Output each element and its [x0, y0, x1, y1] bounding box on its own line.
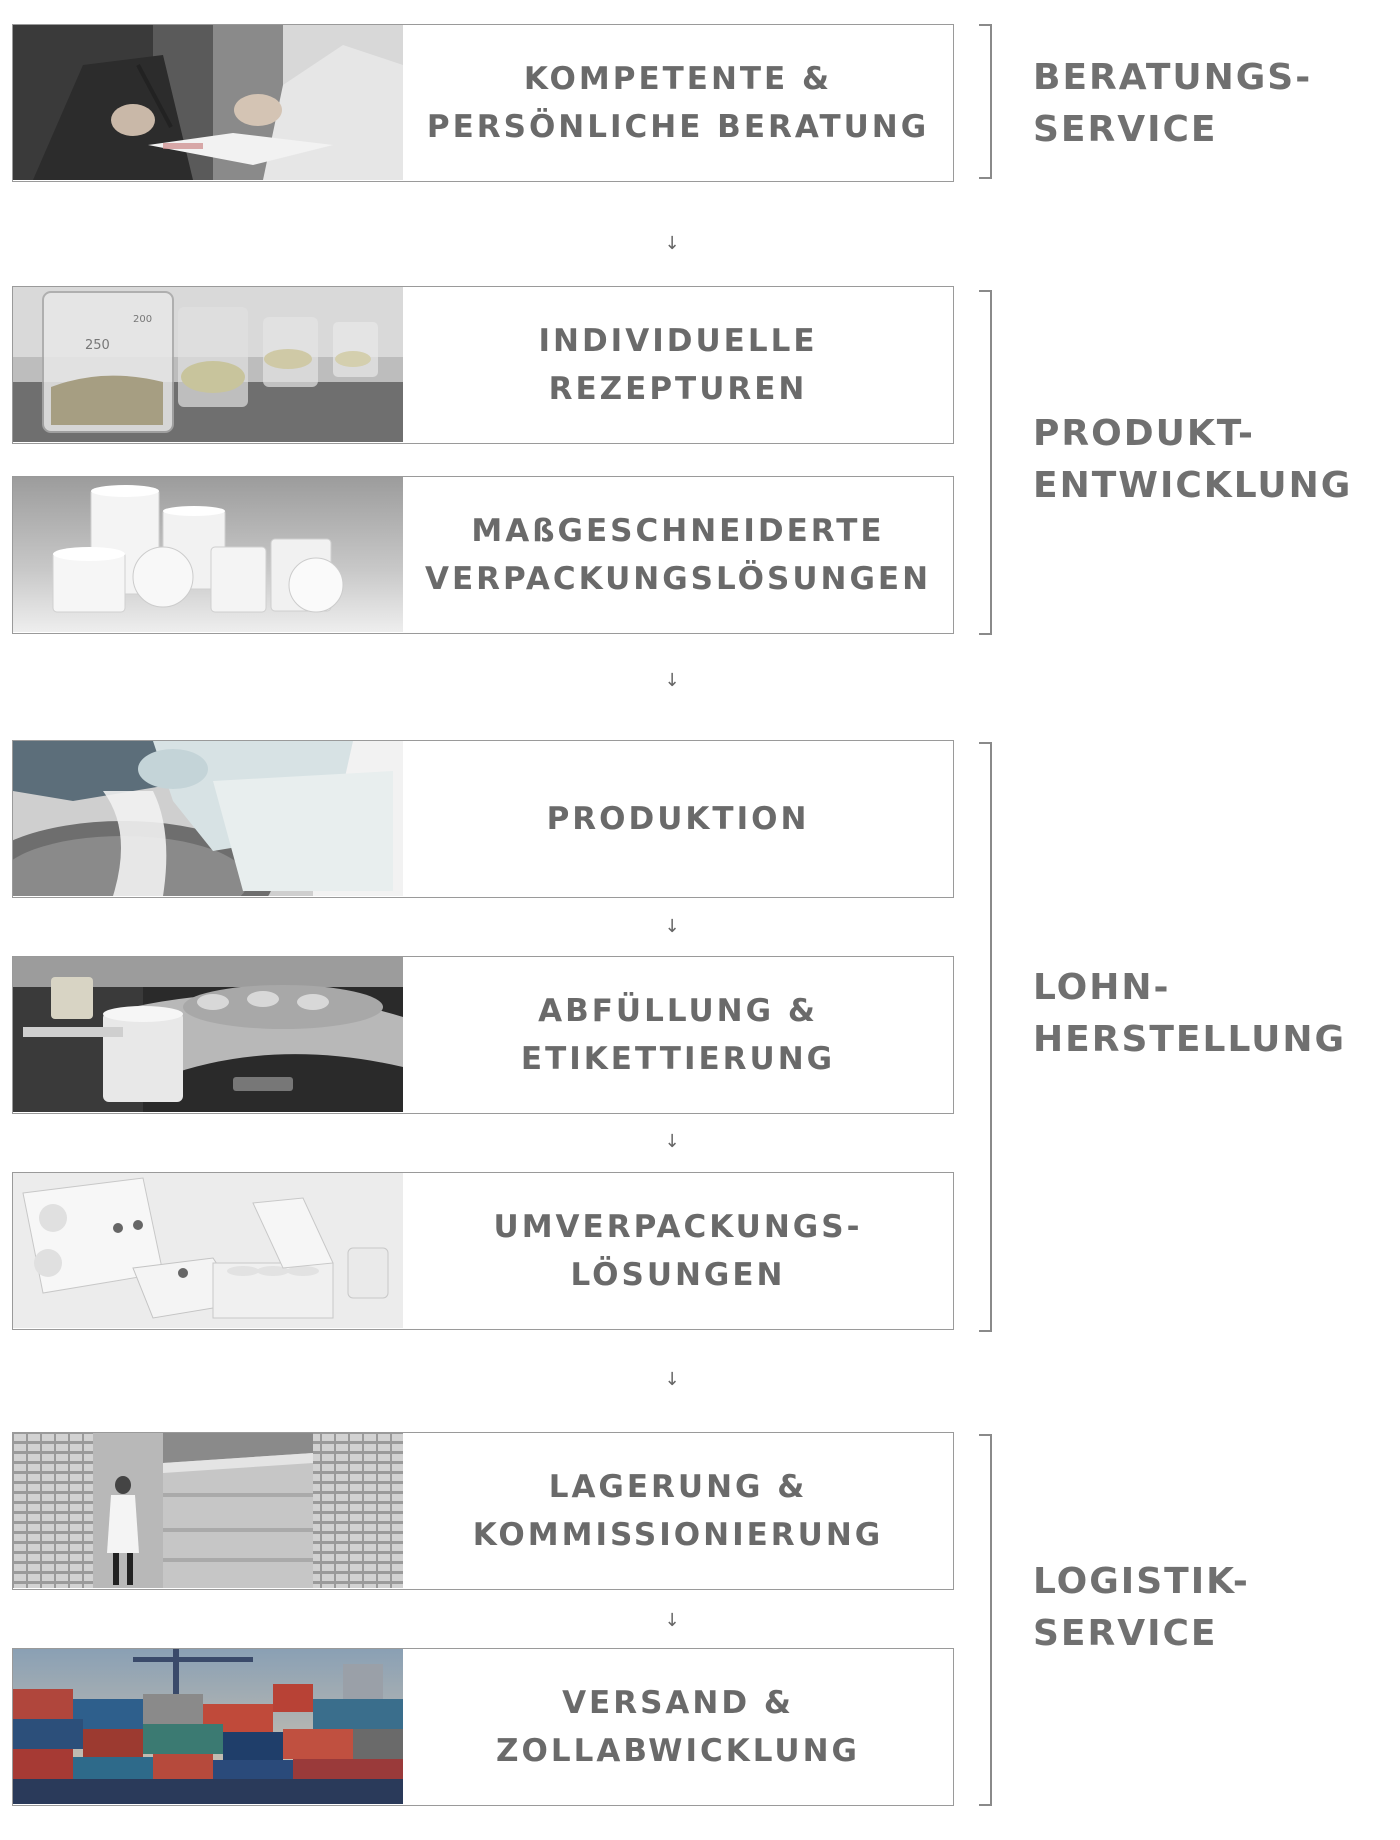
step-label-line: ETIKETTIERUNG	[520, 1041, 836, 1077]
cardboard-packaging-photo	[13, 1173, 403, 1329]
step-kompetente-beratung: KOMPETENTE & PERSÖNLICHE BERATUNG	[12, 24, 954, 182]
business-consultation-photo	[13, 25, 403, 181]
step-label: INDIVIDUELLE REZEPTUREN	[403, 287, 953, 443]
svg-text:200: 200	[133, 314, 152, 325]
step-produktion: PRODUKTION	[12, 740, 954, 898]
phase-label-line: PRODUKT-	[1033, 413, 1255, 454]
step-versand: VERSAND & ZOLLABWICKLUNG	[12, 1648, 954, 1806]
flow-arrow: ↓	[664, 233, 680, 254]
phase-label-logistikservice: LOGISTIK- SERVICE	[1033, 1556, 1250, 1660]
step-label: ABFÜLLUNG & ETIKETTIERUNG	[403, 957, 953, 1113]
step-label-line: LÖSUNGEN	[570, 1257, 786, 1293]
warehouse-photo	[13, 1433, 403, 1589]
step-label: PRODUKTION	[403, 741, 953, 897]
step-label: LAGERUNG & KOMMISSIONIERUNG	[403, 1433, 953, 1589]
phase-bracket-logistikservice	[979, 1434, 992, 1806]
shipping-containers-photo	[13, 1649, 403, 1805]
step-label: UMVERPACKUNGS- LÖSUNGEN	[403, 1173, 953, 1329]
step-label: VERSAND & ZOLLABWICKLUNG	[403, 1649, 953, 1805]
step-label-line: KOMPETENTE &	[523, 61, 833, 97]
lab-beaker-powder-photo: 250 200	[13, 287, 403, 443]
phase-bracket-lohnherstellung	[979, 742, 992, 1332]
flow-arrow: ↓	[664, 1369, 680, 1390]
step-label-line: ABFÜLLUNG &	[538, 993, 818, 1029]
step-label-line: VERPACKUNGSLÖSUNGEN	[424, 561, 932, 597]
step-abfuellung: ABFÜLLUNG & ETIKETTIERUNG	[12, 956, 954, 1114]
phase-label-produktentwicklung: PRODUKT- ENTWICKLUNG	[1033, 408, 1352, 512]
phase-label-line: LOHN-	[1033, 967, 1171, 1008]
phase-label-line: LOGISTIK-	[1033, 1561, 1250, 1602]
step-label-line: UMVERPACKUNGS-	[493, 1209, 863, 1245]
white-containers-photo	[13, 477, 403, 633]
step-label-line: VERSAND &	[562, 1685, 794, 1721]
step-label-line: PRODUKTION	[546, 801, 810, 837]
step-label: KOMPETENTE & PERSÖNLICHE BERATUNG	[403, 25, 953, 181]
flow-arrow: ↓	[664, 670, 680, 691]
step-individuelle-rezepturen: 250 200 INDIVIDUELLE REZEPTUREN	[12, 286, 954, 444]
phase-label-line: SERVICE	[1033, 109, 1218, 150]
flow-arrow: ↓	[664, 1610, 680, 1631]
step-verpackungsloesungen: MAßGESCHNEIDERTE VERPACKUNGSLÖSUNGEN	[12, 476, 954, 634]
step-label-line: INDIVIDUELLE REZEPTUREN	[538, 323, 818, 407]
phase-label-line: ENTWICKLUNG	[1033, 465, 1353, 506]
phase-label-lohnherstellung: LOHN- HERSTELLUNG	[1033, 962, 1346, 1066]
step-umverpackung: UMVERPACKUNGS- LÖSUNGEN	[12, 1172, 954, 1330]
svg-text:250: 250	[85, 338, 110, 353]
step-lagerung: LAGERUNG & KOMMISSIONIERUNG	[12, 1432, 954, 1590]
step-label: MAßGESCHNEIDERTE VERPACKUNGSLÖSUNGEN	[403, 477, 953, 633]
phase-label-beratungsservice: BERATUNGS- SERVICE	[1033, 52, 1312, 156]
phase-label-line: BERATUNGS-	[1033, 57, 1313, 98]
flow-arrow: ↓	[664, 1131, 680, 1152]
powder-pouring-photo	[13, 741, 403, 897]
phase-bracket-beratungsservice	[979, 24, 992, 179]
step-label-line: KOMMISSIONIERUNG	[472, 1517, 884, 1553]
step-label-line: MAßGESCHNEIDERTE	[471, 513, 885, 549]
flow-arrow: ↓	[664, 916, 680, 937]
phase-label-line: HERSTELLUNG	[1033, 1019, 1347, 1060]
step-label-line: PERSÖNLICHE BERATUNG	[426, 109, 930, 145]
step-label-line: ZOLLABWICKLUNG	[496, 1733, 860, 1769]
step-label-line: LAGERUNG &	[548, 1469, 808, 1505]
filling-machine-photo	[13, 957, 403, 1113]
phase-label-line: SERVICE	[1033, 1613, 1218, 1654]
phase-bracket-produktentwicklung	[979, 290, 992, 635]
